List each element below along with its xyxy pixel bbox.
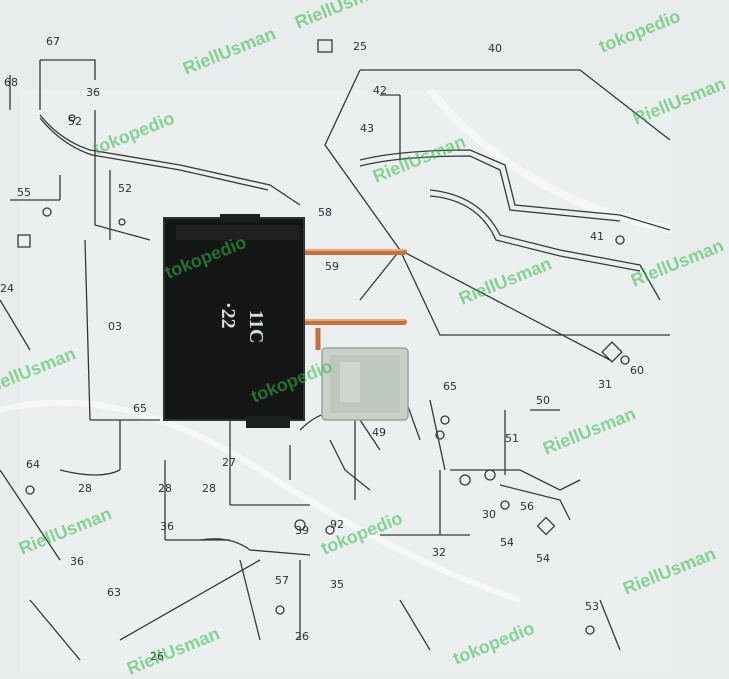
part-label: 36: [86, 86, 100, 99]
part-label: 26: [295, 630, 309, 643]
part-label: 56: [520, 500, 534, 513]
black-capacitor: 11C ·22: [163, 214, 305, 428]
part-label: 65: [443, 380, 457, 393]
part-label: 92: [330, 518, 344, 531]
part-label: 32: [432, 546, 446, 559]
bag-crease: [426, 87, 673, 234]
part-label: 57: [275, 574, 289, 587]
part-label: 64: [26, 458, 40, 471]
part-label: 42: [373, 84, 387, 97]
part-label: 30: [482, 508, 496, 521]
part-label: 28: [78, 482, 92, 495]
copper-leads: [297, 249, 407, 350]
part-label: 31: [598, 378, 612, 391]
insulator-block: [321, 347, 409, 421]
part-label: 50: [536, 394, 550, 407]
part-label: 36: [160, 520, 174, 533]
part-label: 59: [325, 260, 339, 273]
part-label: 65: [133, 402, 147, 415]
part-label: 51: [505, 432, 519, 445]
component-marking-line1: 11C: [245, 310, 267, 343]
part-label: 54: [536, 552, 550, 565]
part-label: 67: [46, 35, 60, 48]
part-label: 41: [590, 230, 604, 243]
part-label: 26: [150, 650, 164, 663]
part-label: 60: [630, 364, 644, 377]
part-label: 63: [107, 586, 121, 599]
part-label: 28: [158, 482, 172, 495]
product-photo: 67 68 36 52 55 52 58 59 25 40 42 43 41 6…: [0, 0, 673, 672]
part-label: 49: [372, 426, 386, 439]
part-label: 40: [488, 42, 502, 55]
part-label: 39: [295, 524, 309, 537]
paper-background: [0, 0, 672, 672]
part-label: 68: [4, 76, 18, 89]
part-label: 53: [585, 600, 599, 613]
part-label: 03: [108, 320, 122, 333]
part-label: 25: [353, 40, 367, 53]
part-label: 52: [68, 115, 82, 128]
bag-crease: [0, 399, 521, 603]
part-label: 43: [360, 122, 374, 135]
part-label: 28: [202, 482, 216, 495]
part-label: 54: [500, 536, 514, 549]
part-label: 35: [330, 578, 344, 591]
part-label: 55: [17, 186, 31, 199]
part-label: 27: [222, 456, 236, 469]
part-label: 52: [118, 182, 132, 195]
part-number-labels: 67 68 36 52 55 52 58 59 25 40 42 43 41 6…: [0, 35, 644, 663]
part-label: 36: [70, 555, 84, 568]
part-label: 58: [318, 206, 332, 219]
part-label: 24: [0, 282, 14, 295]
component-marking-line2: ·22: [217, 302, 239, 329]
